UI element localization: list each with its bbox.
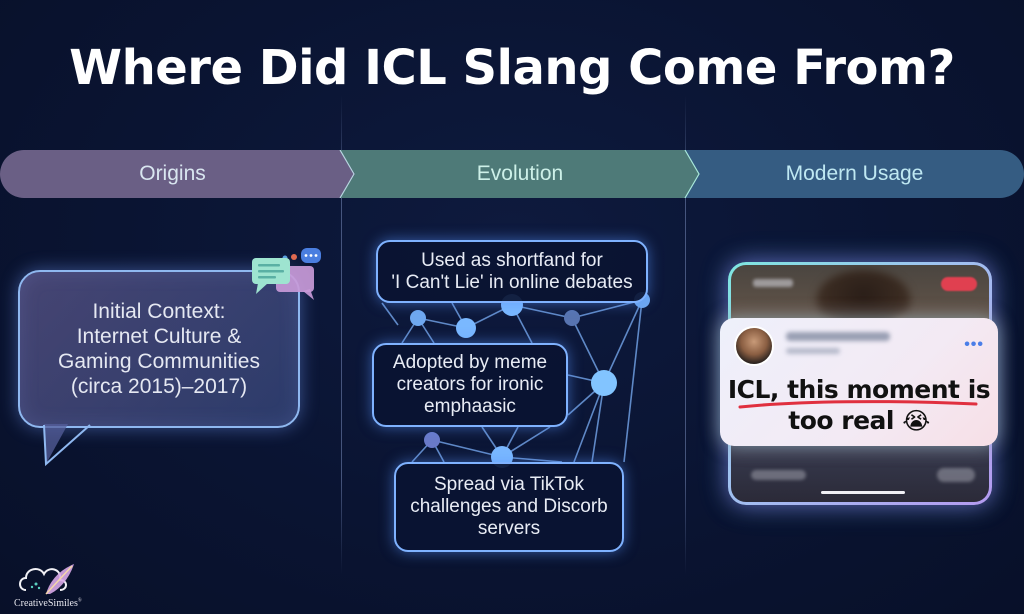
red-underline-icon [738, 400, 978, 409]
creativesimiles-logo-icon [19, 564, 74, 595]
stage-label: Modern Usage [785, 162, 924, 185]
stage-label: Origins [139, 162, 206, 185]
evolution-item: Used as shortfand for 'I Can't Lie' in o… [376, 240, 648, 303]
social-post-card: ••• ICL, this moment is too real 😭 [720, 318, 998, 446]
avatar [734, 326, 774, 366]
blurred-control [937, 468, 975, 482]
blurred-username [753, 279, 793, 287]
column-divider [341, 95, 342, 575]
stage-label: Evolution [476, 162, 564, 185]
stage-evolution: Evolution [340, 150, 700, 198]
post-text-line: ICL, this moment is [727, 375, 991, 404]
blurred-subtitle [786, 348, 840, 354]
crying-face-icon: 😭 [902, 407, 930, 435]
origins-text: Initial Context: Internet Culture & Gami… [58, 300, 260, 398]
evolution-network: Used as shortfand for 'I Can't Lie' in o… [342, 225, 684, 565]
evolution-item: Adopted by meme creators for ironic emph… [372, 343, 568, 427]
timeline-bar: Origins Evolution Modern Usage [0, 150, 1024, 198]
speech-tail-icon [43, 424, 91, 467]
home-indicator [821, 491, 905, 494]
blurred-control [751, 470, 806, 480]
post-text: ICL, this moment is too real 😭 [720, 374, 998, 437]
evolution-item: Spread via TikTok challenges and Discorb… [394, 462, 624, 552]
more-options-icon[interactable]: ••• [964, 336, 984, 353]
post-text-line: too real 😭 [720, 405, 998, 437]
blurred-username [786, 332, 890, 341]
chat-bubbles-icon [252, 248, 321, 300]
page-title: Where Did ICL Slang Come From? [69, 40, 955, 96]
column-divider [685, 95, 686, 575]
chevron-right-icon [339, 150, 355, 198]
stage-origins: Origins [0, 150, 355, 198]
brand-name: CreativeSimiles® [14, 598, 82, 609]
stage-modern-usage: Modern Usage [685, 150, 1024, 198]
chevron-right-icon [684, 150, 700, 198]
registered-mark: ® [77, 598, 82, 604]
brand-name-text: CreativeSimiles [14, 598, 78, 609]
post-text-line: too real [788, 406, 894, 435]
origins-speech-bubble: Initial Context: Internet Culture & Gami… [18, 270, 303, 470]
live-badge [941, 277, 977, 291]
